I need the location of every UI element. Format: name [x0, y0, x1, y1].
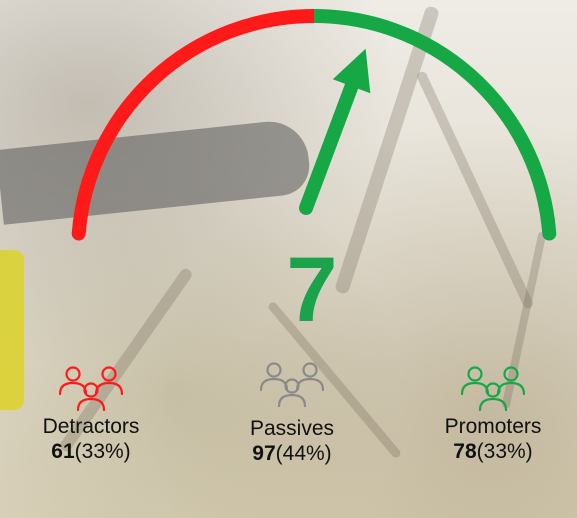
group-label: Promoters: [444, 415, 542, 438]
group-passives: Passives 97(44%): [222, 362, 362, 466]
group-percent: (44%): [275, 442, 332, 466]
gauge-arc-promoters-end: [540, 212, 557, 241]
gauge-needle: [299, 73, 361, 215]
group-promoters: Promoters 78(33%): [423, 366, 563, 464]
group-label: Passives: [249, 417, 335, 440]
group-stat: 61(33%): [21, 439, 161, 464]
group-count: 97: [252, 442, 276, 466]
people-group-icon: [59, 366, 123, 412]
group-count: 78: [453, 440, 477, 464]
group-percent: (33%): [476, 440, 533, 464]
group-stat: 78(33%): [423, 439, 563, 464]
background-jacket: [0, 250, 24, 410]
group-stat: 97(44%): [222, 441, 362, 466]
gauge-needle-arrowhead: [332, 48, 371, 94]
group-count: 61: [51, 440, 75, 464]
gauge-arc-promoters: [313, 9, 556, 223]
people-group-icon: [461, 366, 525, 412]
group-label: Detractors: [42, 415, 140, 438]
group-percent: (33%): [74, 440, 131, 464]
group-detractors: Detractors 61(33%): [21, 366, 161, 464]
gauge-arc-detractors: [71, 9, 321, 241]
nps-score: 7: [286, 239, 338, 341]
people-group-icon: [260, 362, 324, 408]
